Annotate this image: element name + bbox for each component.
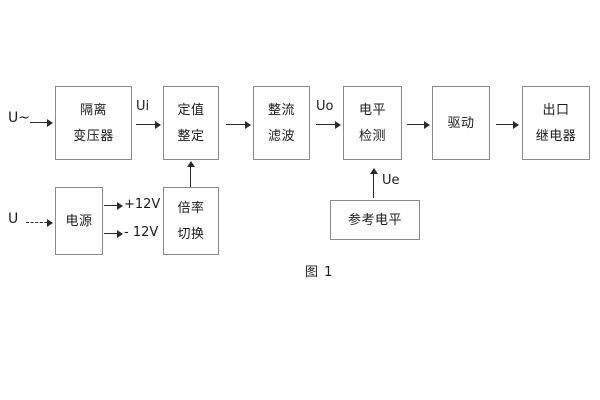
block-level-detection: 电平 检测 — [343, 86, 402, 160]
arrow-power-supply-rail-negative — [104, 233, 122, 235]
terminal-label-ac-input: U~ — [8, 110, 30, 126]
block-setting-value: 定值 整定 — [163, 86, 219, 160]
arrow-drive-to-output-relay — [496, 124, 518, 126]
block-power-supply-line-1: 电源 — [65, 213, 93, 229]
block-output-relay: 出口 继电器 — [522, 86, 590, 160]
arrow-power-supply-rail-positive — [104, 205, 122, 207]
block-level-detection-line-2: 检测 — [358, 128, 386, 144]
block-multiplier-switch-line-2: 切换 — [177, 226, 205, 242]
signal-label-uo: Uo — [316, 99, 334, 114]
rail-label-negative: - 12V — [124, 225, 159, 240]
block-multiplier-switch: 倍率 切换 — [163, 187, 219, 255]
block-isolation-transformer-line-1: 隔离 — [79, 102, 107, 118]
block-level-detection-line-1: 电平 — [358, 102, 386, 118]
block-reference-level-line-1: 参考电平 — [347, 212, 402, 228]
block-isolation-transformer-line-2: 变压器 — [73, 128, 114, 144]
block-isolation-transformer: 隔离 变压器 — [55, 86, 132, 160]
arrow-setting-value-to-rectify-filter — [226, 124, 250, 126]
signal-label-ui: Ui — [136, 99, 150, 114]
terminal-label-dc-input: U — [8, 211, 19, 227]
figure-caption: 图 1 — [305, 265, 334, 280]
block-setting-value-line-2: 整定 — [177, 128, 205, 144]
arrow-rectify-filter-to-level-detection — [316, 124, 340, 126]
arrow-dc-input-to-power-supply — [26, 222, 52, 223]
arrow-ac-input-to-isolation-transformer — [30, 122, 52, 124]
arrow-multiplier-switch-to-setting-value — [190, 162, 192, 187]
signal-label-ue: Ue — [382, 173, 400, 188]
block-setting-value-line-1: 定值 — [177, 102, 205, 118]
block-output-relay-line-1: 出口 — [542, 102, 570, 118]
block-rectify-filter-line-1: 整流 — [267, 102, 295, 118]
block-rectify-filter-line-2: 滤波 — [267, 128, 295, 144]
rail-label-positive: +12V — [124, 197, 161, 212]
block-multiplier-switch-line-1: 倍率 — [177, 200, 205, 216]
block-rectify-filter: 整流 滤波 — [253, 86, 310, 160]
arrow-reference-level-to-level-detection — [373, 169, 375, 198]
arrow-isolation-transformer-to-setting-value — [136, 124, 160, 126]
block-drive-line-1: 驱动 — [447, 115, 475, 131]
block-drive: 驱动 — [432, 86, 490, 160]
arrow-level-detection-to-drive — [407, 124, 429, 126]
block-output-relay-line-2: 继电器 — [535, 128, 577, 144]
block-reference-level: 参考电平 — [330, 200, 420, 240]
block-power-supply: 电源 — [55, 187, 103, 255]
